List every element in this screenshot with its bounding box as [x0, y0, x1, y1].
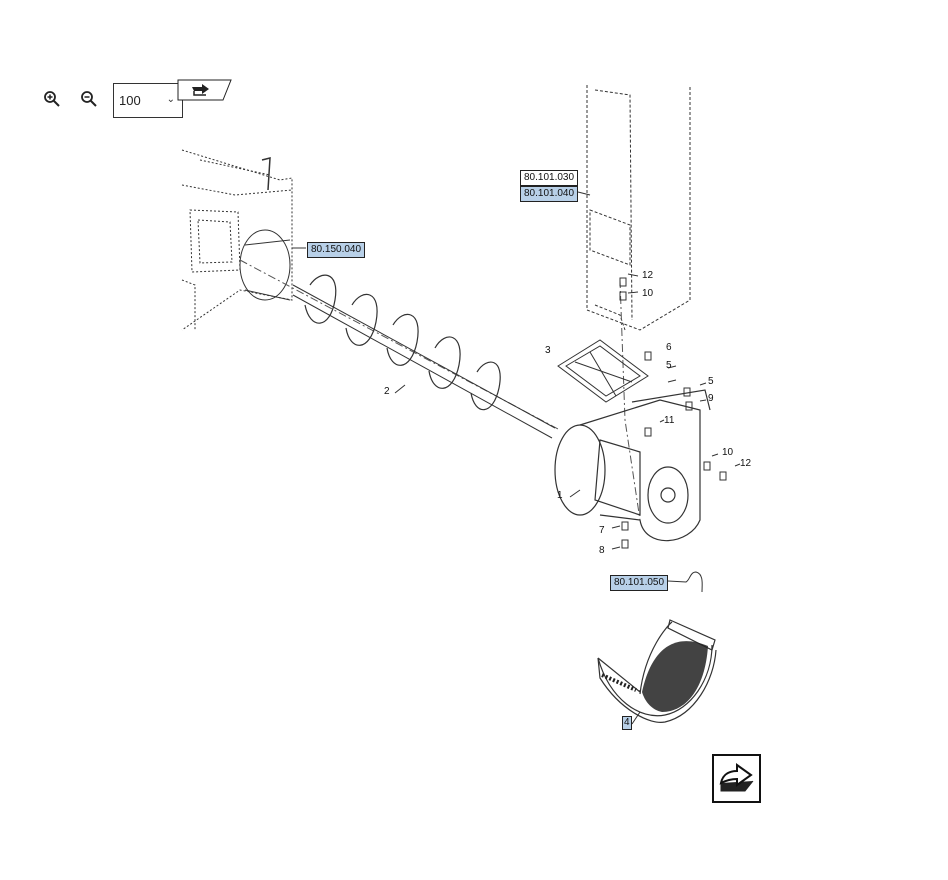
ref-callout-80-101-050[interactable]: 80.101.050 — [610, 575, 669, 591]
part-number-9[interactable]: 9 — [708, 393, 714, 404]
next-page-arrow-icon — [719, 762, 753, 791]
cover-plate — [557, 339, 649, 403]
auger-housing — [554, 389, 711, 542]
auger-tube — [239, 229, 291, 301]
zoom-out-icon — [81, 91, 97, 107]
ref-callout-80-101-040[interactable]: 80.101.040 — [520, 186, 579, 202]
header-frame — [181, 149, 293, 331]
leader-2 — [394, 384, 406, 394]
zoom-in-button[interactable] — [37, 84, 67, 114]
part-number-3[interactable]: 3 — [545, 345, 551, 356]
zoom-level-value: 100 — [119, 93, 141, 108]
zoom-in-icon — [44, 91, 60, 107]
part-number-5[interactable]: 5 — [666, 360, 672, 371]
part-number-5-b[interactable]: 5 — [708, 376, 714, 387]
part-number-4[interactable]: 4 — [622, 716, 632, 730]
part-number-1[interactable]: 1 — [557, 490, 563, 501]
part-number-7[interactable]: 7 — [599, 525, 605, 536]
part-number-10-b[interactable]: 10 — [722, 447, 734, 458]
part-number-10[interactable]: 10 — [642, 288, 654, 299]
sieve-perforation — [642, 641, 708, 712]
auger-shaft — [292, 284, 556, 439]
chevron-down-icon: ⌄ — [166, 94, 175, 105]
part-number-2[interactable]: 2 — [384, 386, 390, 397]
ref-callout-80-150-040[interactable]: 80.150.040 — [307, 242, 366, 258]
zoom-out-button[interactable] — [74, 84, 104, 114]
elevator-column — [586, 85, 691, 331]
diagram-view-icon — [177, 79, 232, 101]
diagram-view-button[interactable] — [176, 79, 232, 101]
part-number-12[interactable]: 12 — [642, 270, 654, 281]
part-number-8[interactable]: 8 — [599, 545, 605, 556]
sieve-screen — [597, 619, 717, 723]
bolts — [619, 277, 727, 549]
ref-callout-80-101-030[interactable]: 80.101.030 — [520, 170, 579, 186]
part-number-11[interactable]: 11 — [664, 415, 675, 426]
part-number-12-b[interactable]: 12 — [740, 458, 752, 469]
part-number-6[interactable]: 6 — [666, 342, 672, 353]
auger-flights — [304, 274, 501, 411]
next-page-button[interactable] — [712, 754, 761, 803]
